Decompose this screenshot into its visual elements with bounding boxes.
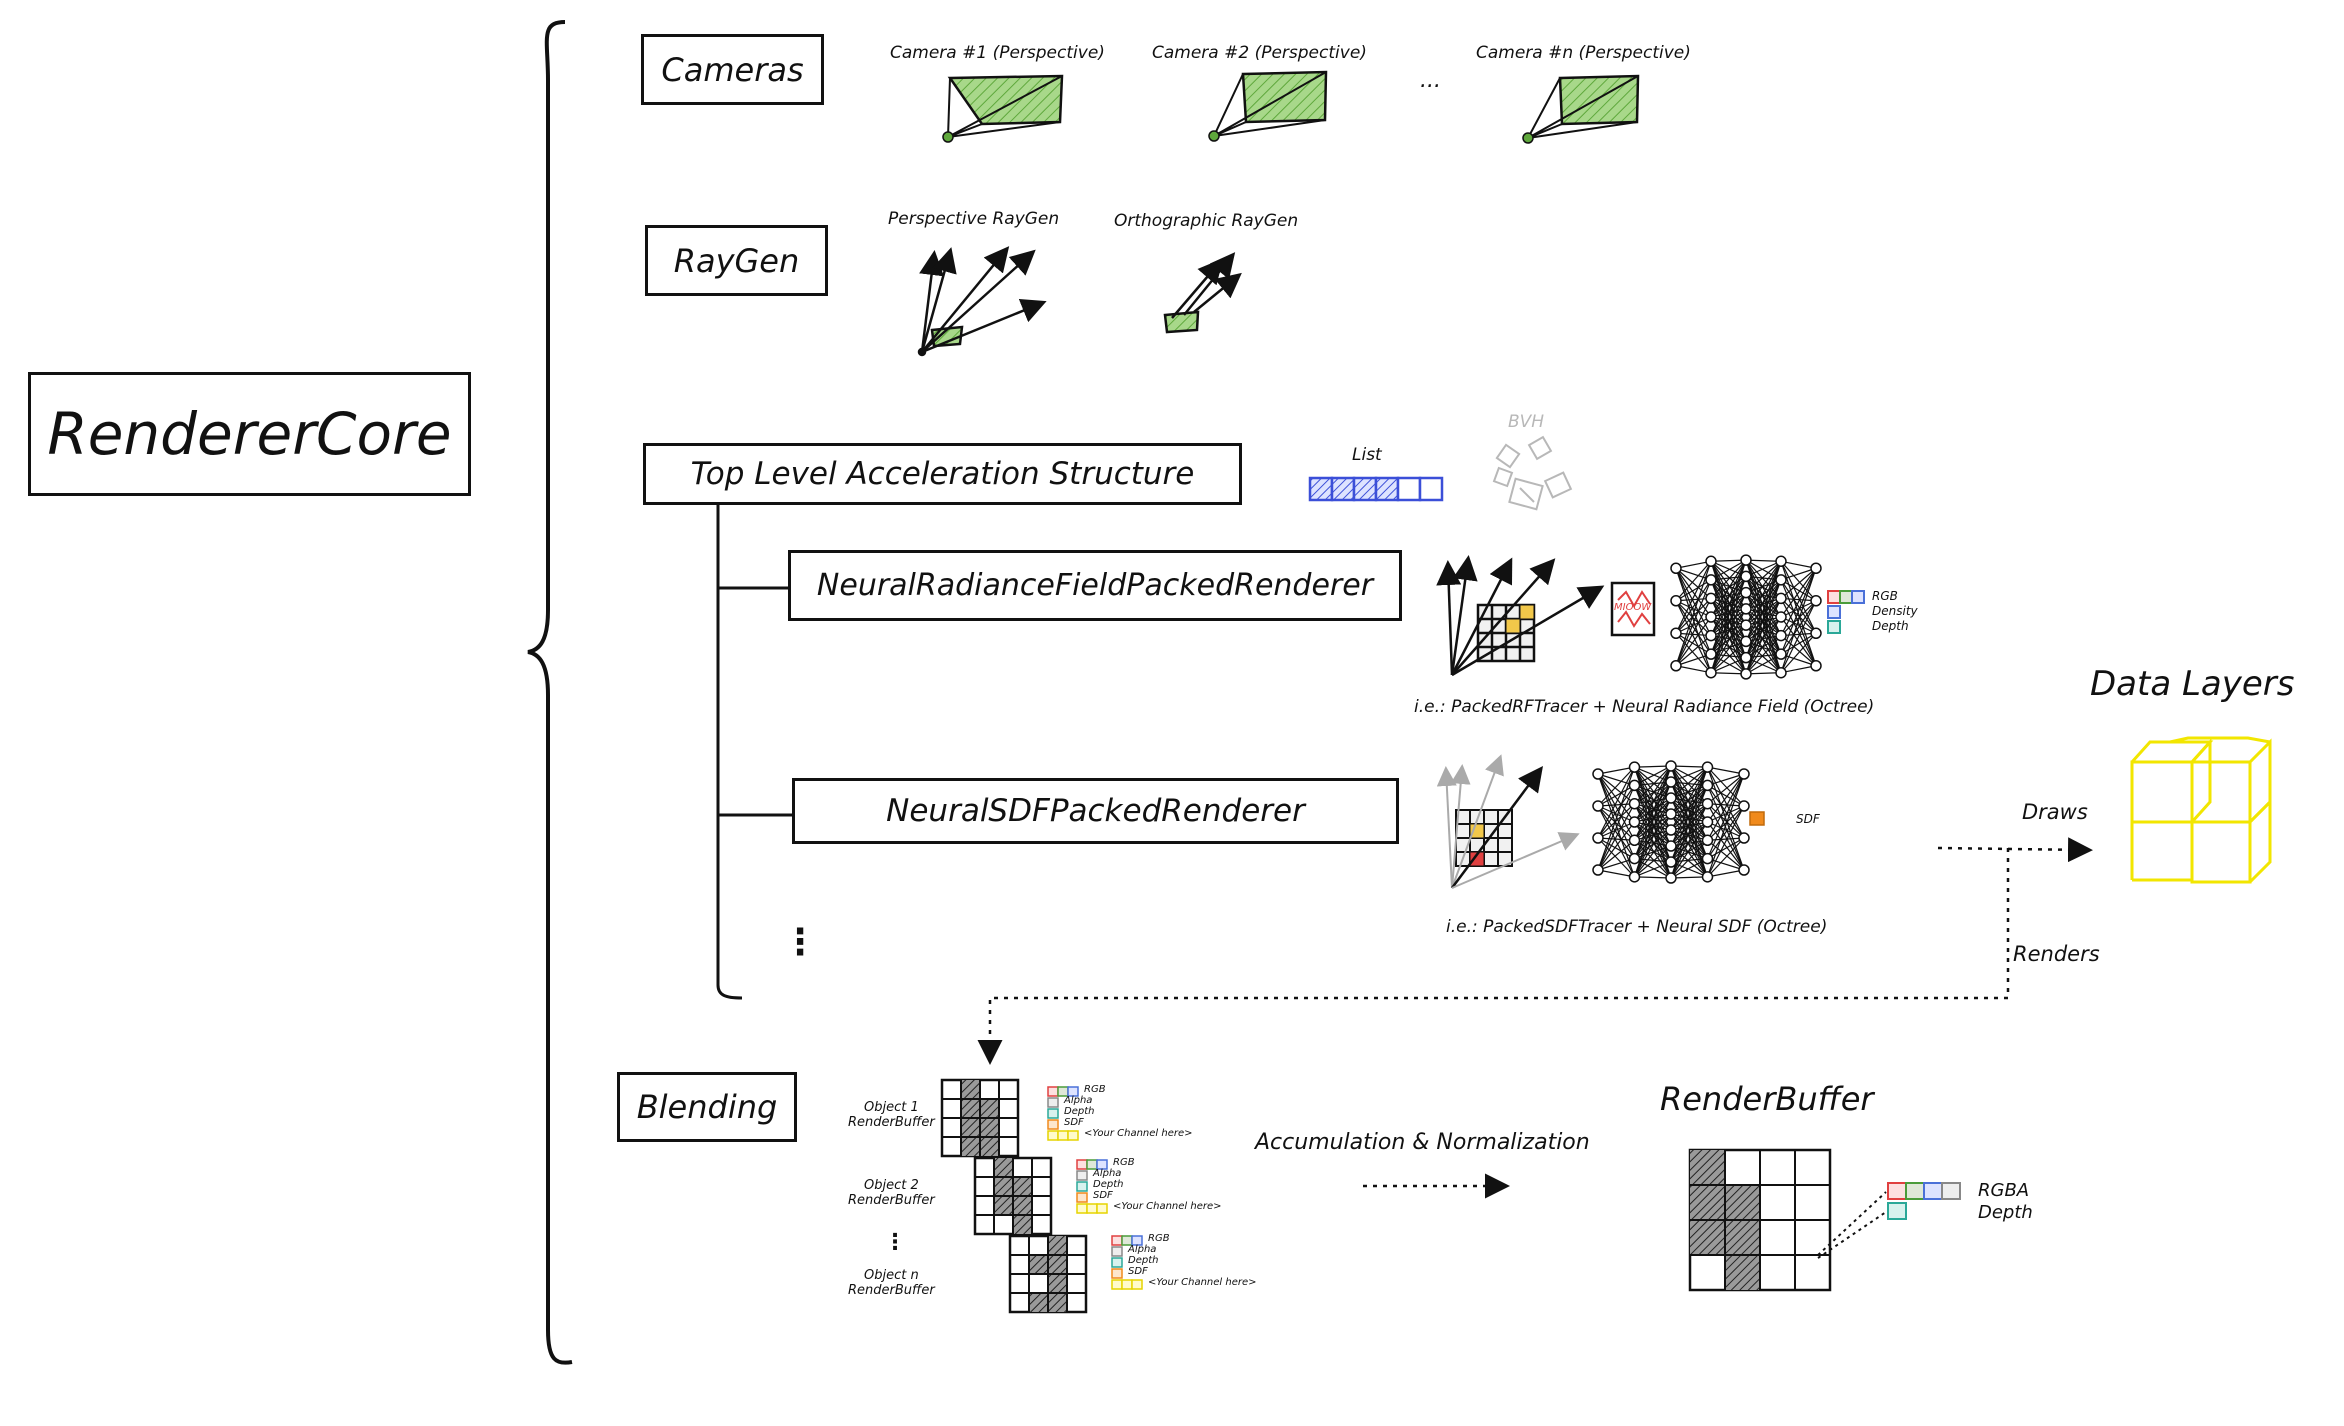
camera-1-label: Camera #1 (Perspective) <box>890 43 1105 63</box>
raygen-box: RayGen <box>645 225 828 296</box>
renders-label: Renders <box>2013 942 2100 966</box>
tlas-label: Top Level Acceleration Structure <box>690 456 1195 492</box>
list-label: List <box>1352 445 1382 465</box>
more-renderers-dots: ⋮ <box>782 922 818 963</box>
blend-group-3-channel-1: RGB <box>1148 1233 1170 1244</box>
renders-arrow <box>977 848 2010 1065</box>
blend-group-1-channel-2: Alpha <box>1064 1095 1093 1106</box>
object-2-line1: Object 2 <box>864 1178 919 1193</box>
nerf-rays-icon <box>1436 555 1605 677</box>
blend-group-2-channel-1: RGB <box>1113 1157 1135 1168</box>
tlas-tree-lines <box>716 505 794 1000</box>
renderercore-title: RendererCore <box>47 400 452 468</box>
object-n-line2: RenderBuffer <box>848 1283 935 1298</box>
camera-n-label: Camera #n (Perspective) <box>1476 43 1691 63</box>
blend-group-2-channel-2: Alpha <box>1093 1168 1122 1179</box>
nerf-renderer-label: NeuralRadianceFieldPackedRenderer <box>816 568 1374 603</box>
object-n-label: Object n RenderBuffer <box>848 1268 935 1298</box>
bvh-label: BVH <box>1508 412 1545 432</box>
blend-group-2-channel-3: Depth <box>1093 1179 1124 1190</box>
blending-renderbuffer-grids <box>940 1078 1088 1314</box>
camera-2-label: Camera #2 (Perspective) <box>1152 43 1367 63</box>
nerf-output-density: Density <box>1872 604 1918 618</box>
data-layers-title: Data Layers <box>2090 664 2295 704</box>
object-dots: ⋮ <box>884 1230 906 1255</box>
nerf-output-depth: Depth <box>1872 619 1909 633</box>
blending-label: Blending <box>636 1088 778 1126</box>
blend-group-1-channel-5: <Your Channel here> <box>1084 1128 1193 1139</box>
camera-n-icon <box>1522 74 1640 144</box>
blending-box: Blending <box>617 1072 797 1142</box>
nerf-network-icon <box>1670 554 1822 680</box>
renderercore-box: RendererCore <box>28 372 471 496</box>
nerf-caption: i.e.: PackedRFTracer + Neural Radiance F… <box>1414 697 1875 717</box>
perspective-raygen-label: Perspective RayGen <box>888 209 1060 229</box>
renderbuffer-title: RenderBuffer <box>1660 1080 1874 1118</box>
blend-group-2-channel-5: <Your Channel here> <box>1113 1201 1222 1212</box>
camera-1-icon <box>942 74 1064 143</box>
blend-group-3-channel-4: SDF <box>1128 1266 1148 1277</box>
curly-brace <box>527 20 573 1365</box>
renderbuffer-channel-swatches <box>1817 1182 1961 1259</box>
blend-group-3-channel-3: Depth <box>1128 1255 1159 1266</box>
sdf-caption: i.e.: PackedSDFTracer + Neural SDF (Octr… <box>1446 917 1828 937</box>
nerf-output-swatches <box>1827 590 1865 634</box>
nerf-renderer-box: NeuralRadianceFieldPackedRenderer <box>788 550 1402 621</box>
cameras-label: Cameras <box>661 50 804 89</box>
object-2-label: Object 2 RenderBuffer <box>848 1178 935 1208</box>
object-n-line1: Object n <box>864 1268 919 1283</box>
camera-ellipsis: ... <box>1420 68 1441 93</box>
object-1-line1: Object 1 <box>864 1100 919 1115</box>
draws-label: Draws <box>2022 800 2088 824</box>
camera-2-icon <box>1208 70 1328 142</box>
blend-group-1-channel-4: SDF <box>1064 1117 1084 1128</box>
sdf-rays-icon <box>1436 754 1580 889</box>
final-renderbuffer-grid <box>1688 1148 1832 1292</box>
data-layers-cube-icon <box>2130 736 2272 884</box>
nerf-encoding-box <box>1610 581 1656 637</box>
orthographic-raygen-icon <box>1163 252 1242 334</box>
draws-arrow <box>1937 837 2093 863</box>
blend-group-1-channel-3: Depth <box>1064 1106 1095 1117</box>
sdf-renderer-label: NeuralSDFPackedRenderer <box>886 793 1305 829</box>
sdf-network-icon <box>1592 760 1750 884</box>
renderbuffer-channel-depth: Depth <box>1978 1202 2033 1223</box>
blend-group-3-channel-5: <Your Channel here> <box>1148 1277 1257 1288</box>
blend-group-1-channel-1: RGB <box>1084 1084 1106 1095</box>
sdf-output-swatch <box>1749 811 1765 826</box>
blending-channel-swatches <box>1047 1086 1143 1290</box>
renderbuffer-channel-rgba: RGBA <box>1978 1180 2030 1201</box>
list-icon <box>1308 476 1444 502</box>
object-1-line2: RenderBuffer <box>848 1115 935 1130</box>
blend-group-3-channel-2: Alpha <box>1128 1244 1157 1255</box>
object-1-label: Object 1 RenderBuffer <box>848 1100 935 1130</box>
orthographic-raygen-label: Orthographic RayGen <box>1114 211 1299 231</box>
blend-group-2-channel-4: SDF <box>1093 1190 1113 1201</box>
tlas-box: Top Level Acceleration Structure <box>643 443 1242 505</box>
bvh-icon <box>1492 435 1573 511</box>
cameras-box: Cameras <box>641 34 824 105</box>
sdf-output-label: SDF <box>1796 812 1820 826</box>
raygen-label: RayGen <box>673 241 800 280</box>
accumulation-label: Accumulation & Normalization <box>1255 1130 1590 1155</box>
nerf-output-rgb: RGB <box>1872 589 1898 603</box>
sdf-renderer-box: NeuralSDFPackedRenderer <box>792 778 1399 844</box>
perspective-raygen-icon <box>917 246 1047 357</box>
object-2-line2: RenderBuffer <box>848 1193 935 1208</box>
nerf-encoding-text: MIOOW <box>1614 602 1652 613</box>
